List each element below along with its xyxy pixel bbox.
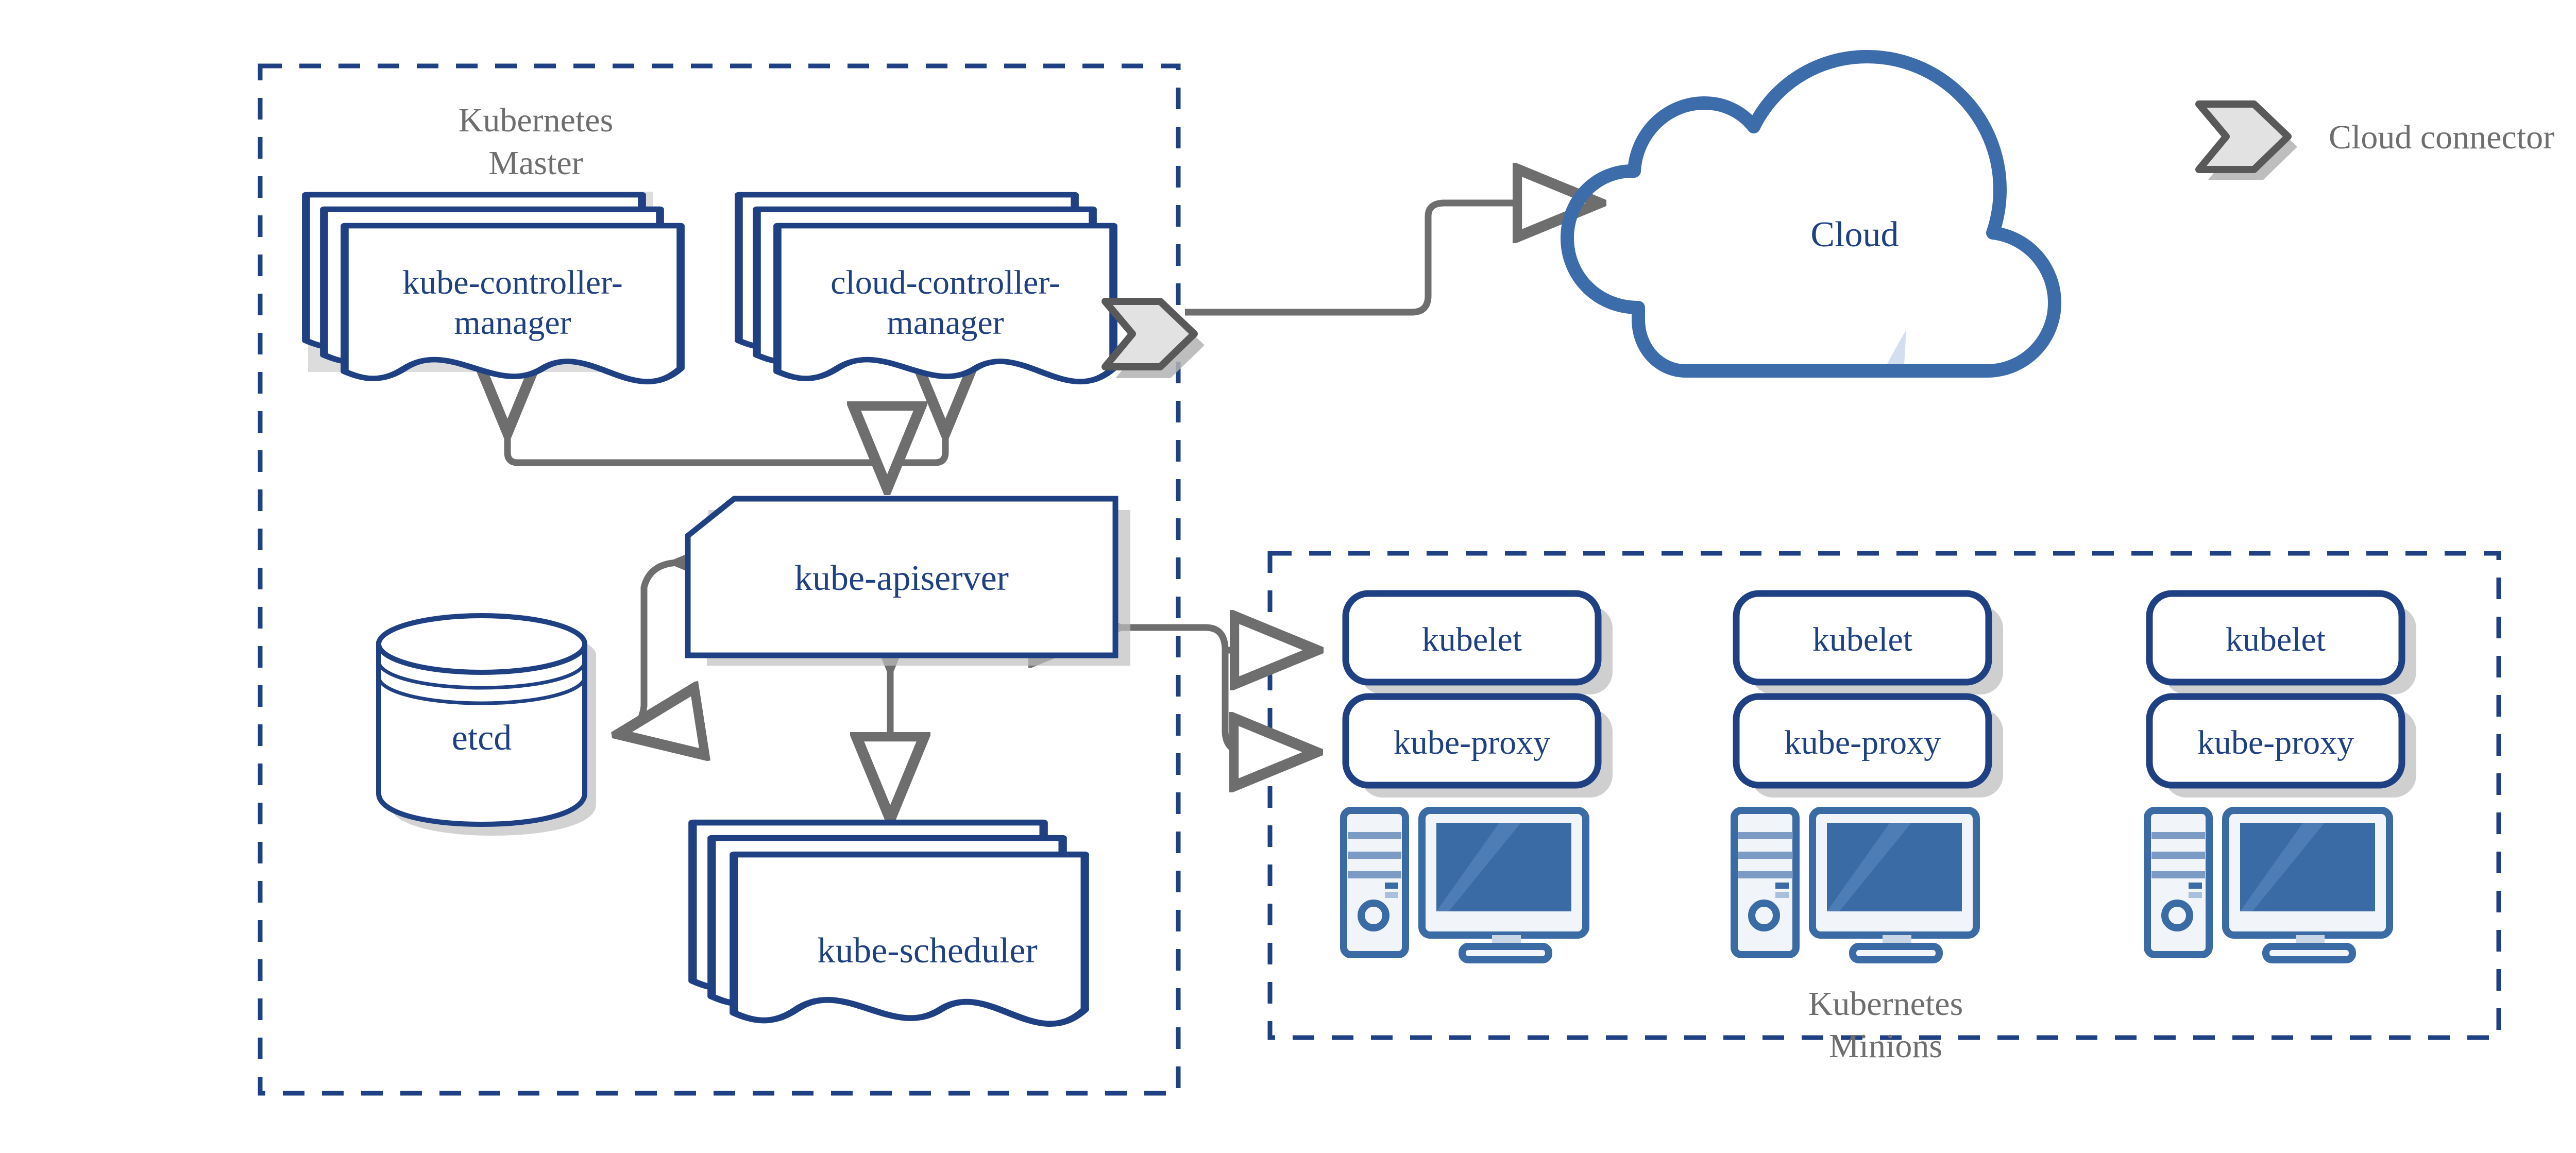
node-cloud[interactable]: Cloud — [1561, 50, 2061, 896]
kubelet-box-3[interactable]: kubelet — [2146, 590, 2416, 694]
minion-node-2: kubelet kube-proxy — [1731, 590, 2003, 963]
node-kube-scheduler[interactable]: kube-scheduler — [692, 823, 1084, 1024]
kube-proxy-box-3[interactable]: kube-proxy — [2146, 693, 2416, 798]
kube-apiserver-label: kube-apiserver — [794, 558, 1009, 598]
connector-ccm-cloud — [1185, 203, 1600, 316]
desktop-computer-icon-2 — [1731, 807, 1980, 963]
minions-label-line1: Kubernetes — [1808, 985, 1963, 1023]
minion-node-3: kubelet kube-proxy — [2144, 590, 2416, 963]
legend-label-cloud-connector: Cloud connector — [2329, 118, 2554, 156]
master-label-line2: Master — [488, 144, 583, 182]
master-label-line1: Kubernetes — [459, 101, 614, 139]
cloud-controller-manager-label-line1: cloud-controller- — [831, 264, 1060, 301]
kube-controller-manager-label-line1: kube-controller- — [402, 264, 623, 301]
kube-proxy-label-3: kube-proxy — [2197, 724, 2354, 761]
kubelet-label-1: kubelet — [1422, 621, 1522, 658]
kubelet-label-3: kubelet — [2226, 621, 2326, 658]
minions-group-box — [1267, 551, 2501, 1040]
kube-proxy-label-2: kube-proxy — [1784, 724, 1941, 761]
legend: Cloud connector — [2195, 100, 2554, 180]
legend-chevron-icon — [2195, 100, 2297, 180]
connector-apiserver-minion-agents — [1115, 628, 1317, 752]
etcd-label: etcd — [452, 718, 512, 758]
cloud-controller-manager-label-line2: manager — [887, 304, 1004, 342]
node-kube-apiserver[interactable]: kube-apiserver — [685, 496, 1130, 666]
cloud-label: Cloud — [1810, 215, 1899, 255]
cloud-connector-icon-ccm[interactable] — [1101, 298, 1205, 378]
desktop-computer-icon-1 — [1340, 807, 1589, 963]
kube-proxy-box-1[interactable]: kube-proxy — [1342, 693, 1613, 798]
kube-proxy-box-2[interactable]: kube-proxy — [1733, 693, 2003, 798]
connector-apiserver-controllers — [507, 433, 945, 488]
master-group-box — [258, 63, 1181, 1096]
minions-label-line2: Minions — [1829, 1027, 1942, 1065]
connector-apiserver-etcd — [618, 563, 680, 734]
master-group-label: Kubernetes Master — [459, 101, 614, 182]
kubelet-label-2: kubelet — [1812, 621, 1912, 658]
kube-proxy-label-1: kube-proxy — [1394, 724, 1550, 761]
minions-group-label: Kubernetes Minions — [1808, 985, 1963, 1065]
node-cloud-controller-manager[interactable]: cloud-controller- manager — [739, 195, 1113, 382]
kube-scheduler-label: kube-scheduler — [817, 931, 1038, 971]
node-etcd[interactable]: etcd — [376, 613, 596, 836]
kube-controller-manager-label-line2: manager — [454, 304, 571, 342]
kubelet-box-2[interactable]: kubelet — [1733, 590, 2003, 694]
desktop-computer-icon-3 — [2144, 807, 2393, 963]
kubelet-box-1[interactable]: kubelet — [1342, 590, 1613, 694]
node-kube-controller-manager[interactable]: kube-controller- manager — [306, 192, 681, 382]
minion-node-1: kubelet kube-proxy — [1340, 590, 1613, 963]
